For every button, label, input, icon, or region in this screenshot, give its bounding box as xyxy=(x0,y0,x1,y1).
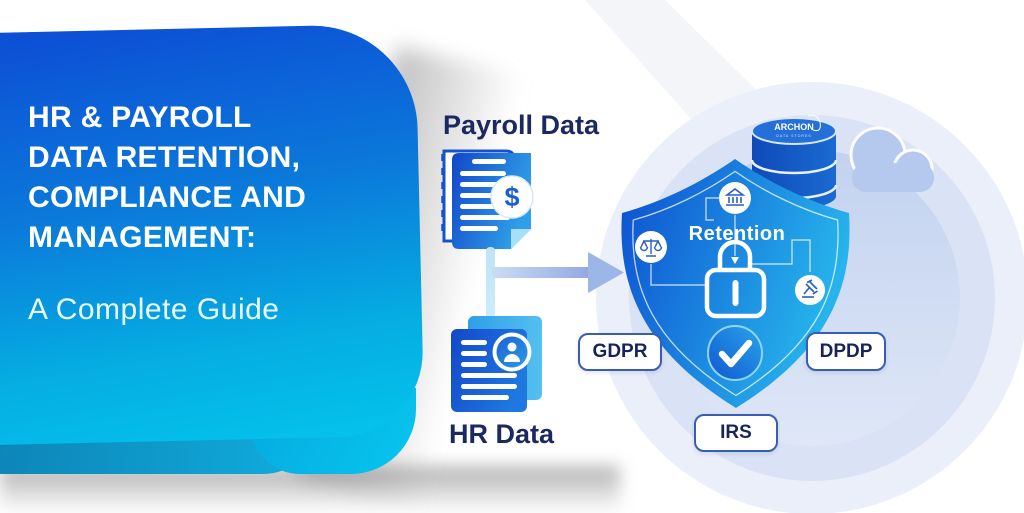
title-line-2: DATA RETENTION, xyxy=(28,141,301,174)
person-icon xyxy=(492,332,532,372)
svg-text:$: $ xyxy=(504,182,519,212)
svg-text:DATA STORES: DATA STORES xyxy=(776,134,812,138)
hr-document-icon xyxy=(451,316,542,412)
retention-label: Retention xyxy=(689,223,786,245)
gavel-icon xyxy=(795,275,825,305)
svg-text:ARCHON: ARCHON xyxy=(774,122,814,132)
bank-icon xyxy=(719,182,751,214)
arrow-right-icon xyxy=(492,252,624,293)
payroll-data-label: Payroll Data xyxy=(443,110,600,140)
lock-icon xyxy=(704,239,767,319)
archon-logo: ARCHON DATA STORES xyxy=(774,114,821,138)
dpdp-badge: DPDP xyxy=(806,332,886,371)
flow-connector xyxy=(486,247,624,323)
title-line-1: HR & PAYROLL xyxy=(28,101,252,134)
check-icon xyxy=(707,325,763,381)
page-title: HR & PAYROLL DATA RETENTION, COMPLIANCE … xyxy=(28,98,368,258)
hr-data-label: HR Data xyxy=(449,419,555,449)
title-line-4: MANAGEMENT: xyxy=(28,221,257,254)
card-text-block: HR & PAYROLL DATA RETENTION, COMPLIANCE … xyxy=(28,98,368,327)
page-subtitle: A Complete Guide xyxy=(28,293,280,326)
illustration: ARCHON DATA STORES $ xyxy=(441,0,1024,513)
cloud-icon xyxy=(849,126,934,192)
scales-icon xyxy=(635,231,667,263)
shield-icon: Retention xyxy=(621,159,850,408)
irs-badge: IRS xyxy=(694,414,778,452)
dollar-icon: $ xyxy=(490,175,534,219)
gdpr-badge: GDPR xyxy=(578,333,662,371)
payroll-document-icon: $ xyxy=(441,149,534,249)
title-line-3: COMPLIANCE AND xyxy=(28,181,307,214)
